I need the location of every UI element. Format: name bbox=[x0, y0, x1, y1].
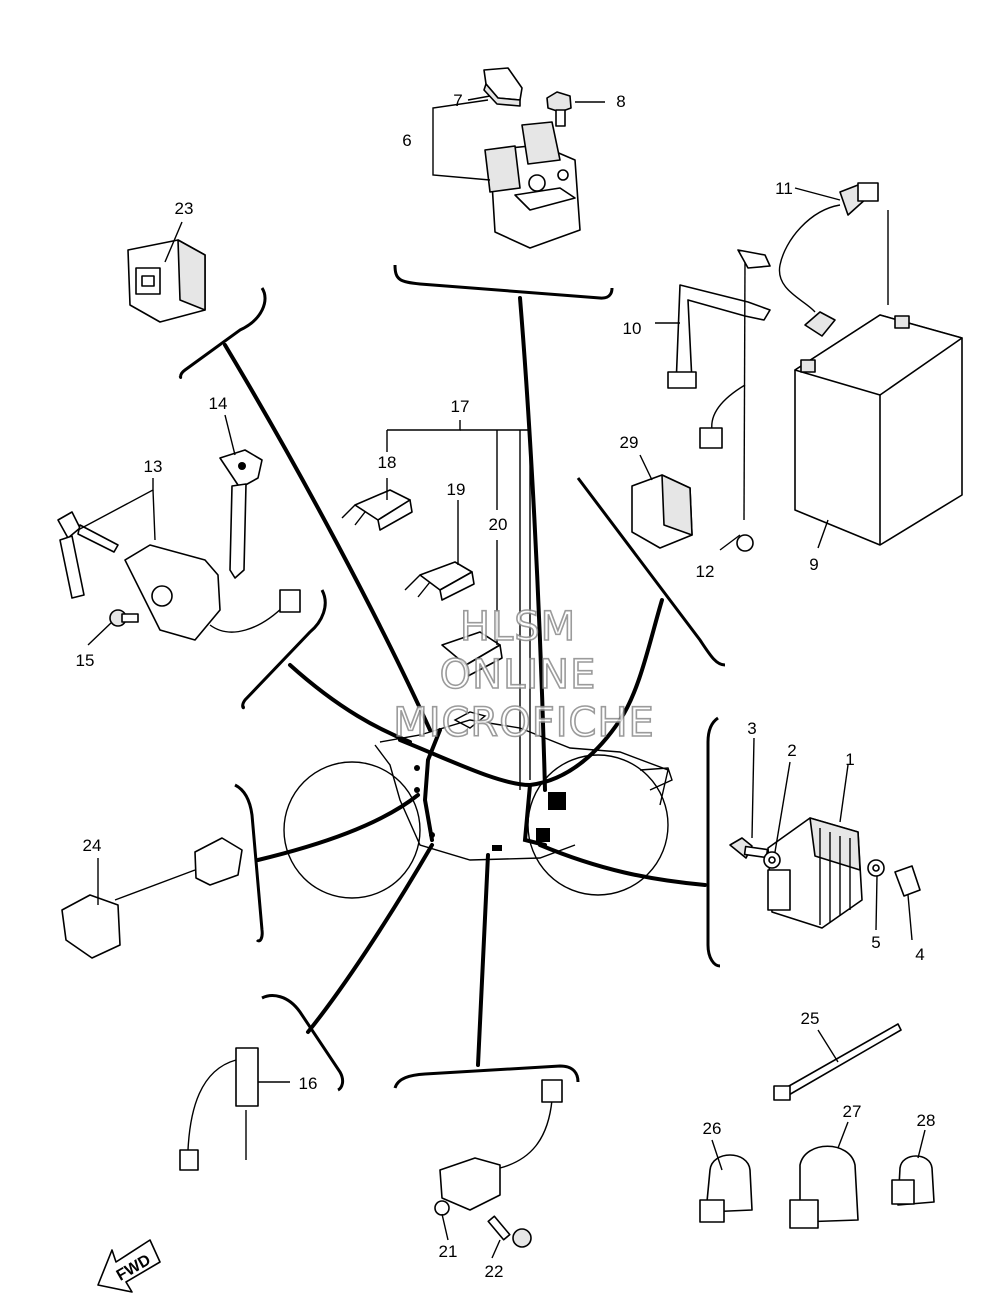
clamp-28[interactable] bbox=[891, 1155, 935, 1206]
label-part-7[interactable]: 7 bbox=[453, 91, 462, 110]
washer-5[interactable] bbox=[867, 859, 885, 877]
label-part-21[interactable]: 21 bbox=[439, 1242, 458, 1261]
relay-unit-23[interactable] bbox=[127, 239, 206, 323]
watermark-line-1: HLSM bbox=[460, 604, 576, 650]
sidestand-switch-21[interactable] bbox=[434, 1079, 563, 1216]
label-part-18[interactable]: 18 bbox=[378, 453, 397, 472]
label-part-29[interactable]: 29 bbox=[620, 433, 639, 452]
label-part-15[interactable]: 15 bbox=[76, 651, 95, 670]
battery-band-10[interactable] bbox=[667, 284, 771, 389]
watermark-line-2: ONLINE bbox=[440, 652, 597, 698]
label-part-12[interactable]: 12 bbox=[696, 562, 715, 581]
ignition-key-14[interactable] bbox=[219, 449, 263, 579]
label-part-22[interactable]: 22 bbox=[485, 1262, 504, 1281]
fuse-20[interactable] bbox=[441, 631, 503, 677]
watermark-line-3: MICROFICHE bbox=[393, 700, 655, 746]
callout-brackets bbox=[178, 264, 726, 1092]
label-part-19[interactable]: 19 bbox=[447, 480, 466, 499]
part-number-labels: 1 2 3 4 5 6 7 8 9 10 11 12 13 14 15 16 1… bbox=[76, 91, 936, 1281]
washer-2[interactable] bbox=[763, 851, 781, 869]
label-part-11[interactable]: 11 bbox=[775, 179, 793, 198]
label-part-8[interactable]: 8 bbox=[616, 92, 625, 111]
fuse-18[interactable] bbox=[341, 489, 413, 531]
relay-unit-29[interactable] bbox=[631, 474, 693, 549]
battery-lead-11[interactable] bbox=[778, 182, 879, 337]
ground-lead-12[interactable] bbox=[699, 249, 771, 552]
wire-harness bbox=[223, 296, 707, 1067]
bolt-3[interactable] bbox=[729, 837, 769, 859]
starter-relay[interactable] bbox=[484, 121, 581, 249]
fuse-19[interactable] bbox=[404, 561, 475, 601]
label-part-10[interactable]: 10 bbox=[623, 319, 642, 338]
label-part-14[interactable]: 14 bbox=[209, 394, 228, 413]
leader-lines bbox=[77, 95, 926, 1259]
label-part-6[interactable]: 6 bbox=[402, 131, 411, 150]
nut-4[interactable] bbox=[894, 865, 921, 897]
cable-tie-25[interactable] bbox=[773, 1023, 902, 1101]
label-part-20[interactable]: 20 bbox=[489, 515, 508, 534]
label-part-25[interactable]: 25 bbox=[801, 1009, 820, 1028]
label-part-3[interactable]: 3 bbox=[747, 719, 756, 738]
battery[interactable] bbox=[794, 314, 963, 546]
label-part-5[interactable]: 5 bbox=[871, 933, 880, 952]
label-part-23[interactable]: 23 bbox=[175, 199, 194, 218]
label-part-1[interactable]: 1 bbox=[845, 750, 854, 769]
watermark: HLSM ONLINE MICROFICHE bbox=[392, 603, 655, 747]
clamp-26[interactable] bbox=[699, 1154, 753, 1223]
label-part-24[interactable]: 24 bbox=[83, 836, 102, 855]
relay-bolt[interactable] bbox=[546, 91, 572, 127]
rectifier-regulator-1[interactable] bbox=[767, 817, 863, 929]
label-part-28[interactable]: 28 bbox=[917, 1111, 936, 1130]
label-part-26[interactable]: 26 bbox=[703, 1119, 722, 1138]
label-part-27[interactable]: 27 bbox=[843, 1102, 862, 1121]
clamp-27[interactable] bbox=[789, 1145, 859, 1229]
forward-arrow: FWD bbox=[97, 1239, 161, 1293]
label-part-13[interactable]: 13 bbox=[144, 457, 163, 476]
label-part-9[interactable]: 9 bbox=[809, 555, 818, 574]
label-part-4[interactable]: 4 bbox=[915, 945, 924, 964]
sensor-24[interactable] bbox=[61, 837, 243, 959]
label-part-17[interactable]: 17 bbox=[451, 397, 470, 416]
label-part-2[interactable]: 2 bbox=[787, 741, 796, 760]
main-switch-13[interactable] bbox=[57, 511, 301, 641]
relay-cover[interactable] bbox=[483, 67, 523, 107]
label-part-16[interactable]: 16 bbox=[299, 1074, 318, 1093]
neutral-switch-16[interactable] bbox=[179, 1047, 259, 1171]
screw-22[interactable] bbox=[487, 1215, 532, 1248]
screw-15[interactable] bbox=[109, 609, 139, 627]
